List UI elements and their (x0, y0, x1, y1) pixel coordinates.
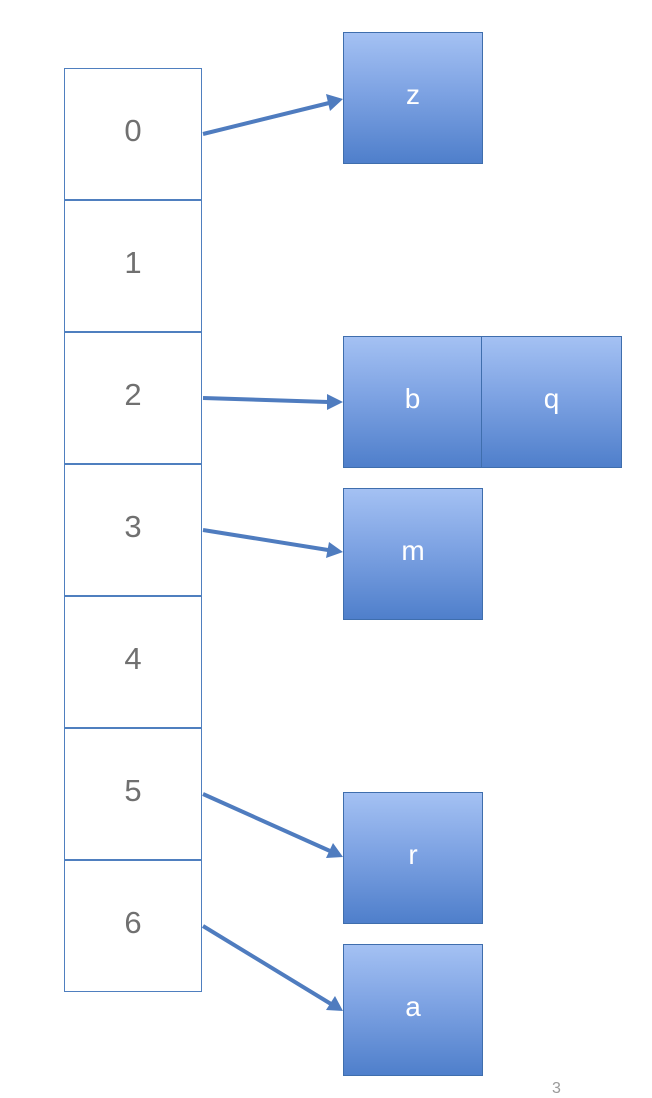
chain-node-b: b (343, 336, 482, 468)
page-number: 3 (552, 1080, 561, 1097)
slot-index-label: 3 (124, 509, 142, 544)
slot-index-label: 1 (124, 245, 142, 280)
node-value-label: b (404, 383, 421, 414)
slot-index-label: 6 (124, 905, 142, 940)
chain-node-r: r (343, 792, 483, 924)
table-slot-0: 0 (64, 68, 202, 200)
arrow-slot-0-to-z (202, 94, 343, 136)
chain-node-q: q (481, 336, 622, 468)
slot-index-label: 0 (124, 113, 142, 148)
node-value-label: a (405, 991, 421, 1022)
chain-node-m: m (343, 488, 483, 620)
table-slot-6: 6 (64, 860, 202, 992)
node-value-label: z (406, 79, 420, 110)
slot-index-label: 5 (124, 773, 142, 808)
slot-index-label: 2 (124, 377, 142, 412)
table-slot-3: 3 (64, 464, 202, 596)
table-slot-2: 2 (64, 332, 202, 464)
node-value-label: m (401, 535, 425, 566)
arrow-slot-5-to-r (202, 792, 343, 858)
table-slot-4: 4 (64, 596, 202, 728)
slot-index-label: 4 (124, 641, 142, 676)
table-slot-5: 5 (64, 728, 202, 860)
arrow-slot-3-to-m (202, 528, 343, 558)
node-value-label: r (408, 839, 418, 870)
node-value-label: q (543, 383, 560, 414)
chain-node-a: a (343, 944, 483, 1076)
chain-node-z: z (343, 32, 483, 164)
arrow-slot-6-to-a (201, 924, 343, 1011)
table-slot-1: 1 (64, 200, 202, 332)
arrow-slot-2-to-b (202, 394, 343, 410)
